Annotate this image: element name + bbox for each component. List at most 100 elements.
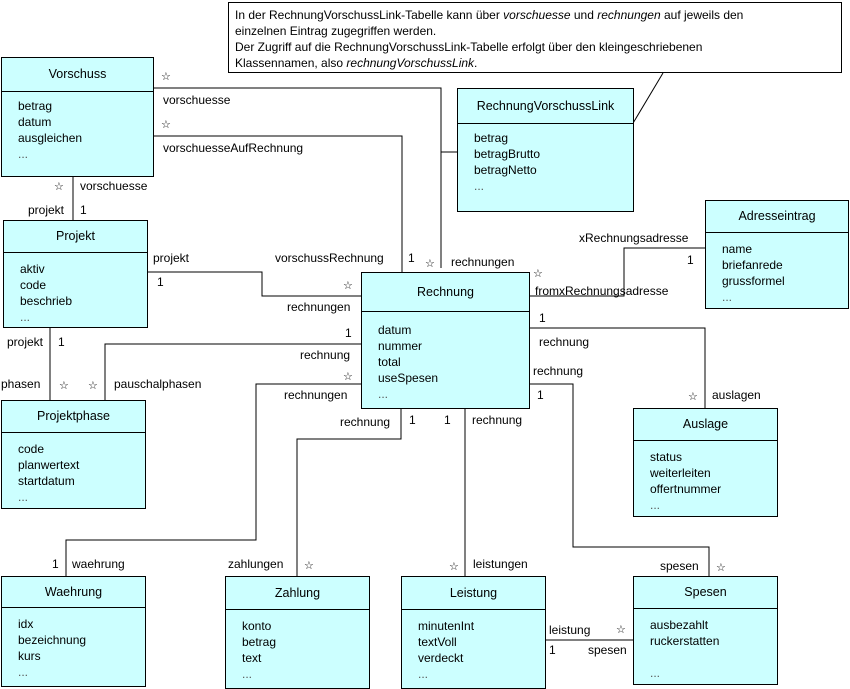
star-icon: ☆ bbox=[716, 562, 726, 574]
attribute-ellipsis: ... bbox=[18, 665, 29, 679]
attribute: ausbezahlt bbox=[650, 618, 709, 632]
assoc-rechnung-adresse bbox=[529, 247, 706, 297]
role-label: pauschalphasen bbox=[114, 377, 202, 391]
class-title: Auslage bbox=[634, 409, 777, 441]
assoc-pauschalphasen bbox=[104, 343, 361, 400]
attribute: code bbox=[20, 278, 47, 292]
class-title: Vorschuss bbox=[2, 58, 153, 92]
class-attributes: konto betrag text... bbox=[226, 610, 369, 682]
role-label: rechnung bbox=[472, 413, 523, 427]
multiplicity-one: 1 bbox=[408, 251, 415, 265]
note-text: auf jeweils den bbox=[660, 8, 744, 22]
class-leistung[interactable]: Leistung minutenInt textVoll verdeckt... bbox=[401, 576, 546, 689]
assoc-projekt-rechnung bbox=[148, 271, 361, 297]
multiplicity-one: 1 bbox=[539, 311, 546, 325]
attribute: weiterleiten bbox=[650, 466, 711, 480]
attribute: bezeichnung bbox=[18, 633, 87, 647]
attribute: total bbox=[378, 355, 401, 369]
note-text: In der RechnungVorschussLink-Tabelle kan… bbox=[235, 8, 504, 22]
attribute: betragNetto bbox=[474, 163, 537, 177]
attribute-ellipsis: ... bbox=[474, 179, 485, 193]
class-title: Leistung bbox=[402, 577, 545, 610]
attribute: ausgleichen bbox=[18, 131, 83, 145]
role-label: rechnungen bbox=[284, 388, 348, 402]
attribute: betrag bbox=[242, 635, 277, 649]
star-icon: ☆ bbox=[616, 624, 626, 636]
assoc-rechnung-auslage bbox=[529, 327, 706, 409]
attribute: code bbox=[18, 442, 45, 456]
role-label: leistung bbox=[549, 623, 591, 637]
attribute: status bbox=[650, 450, 683, 464]
attribute: verdeckt bbox=[418, 651, 464, 665]
assoc-rechnung-spesen bbox=[529, 383, 710, 577]
attribute: text bbox=[242, 651, 262, 665]
star-icon: ☆ bbox=[343, 280, 353, 292]
class-title: Projektphase bbox=[2, 401, 145, 433]
attribute: offertnummer bbox=[650, 482, 722, 496]
multiplicity-one: 1 bbox=[549, 643, 556, 657]
role-label: vorschuesseAufRechnung bbox=[163, 141, 304, 155]
attribute-ellipsis: ... bbox=[722, 290, 733, 304]
star-icon: ☆ bbox=[533, 268, 543, 280]
attribute: minutenInt bbox=[418, 619, 475, 633]
attribute: planwertext bbox=[18, 458, 80, 472]
note-text: Der Zugriff auf die RechnungVorschussLin… bbox=[235, 40, 703, 54]
attribute: betrag bbox=[474, 131, 509, 145]
multiplicity-one: 1 bbox=[537, 388, 544, 402]
attribute-ellipsis: ... bbox=[242, 667, 253, 681]
assoc-vorschuesseAufRechnung bbox=[153, 135, 403, 272]
note-italic: rechnungen bbox=[597, 8, 661, 22]
multiplicity-one: 1 bbox=[58, 335, 65, 349]
multiplicity-one: 1 bbox=[409, 413, 416, 427]
class-title: Waehrung bbox=[2, 577, 145, 608]
star-icon: ☆ bbox=[425, 258, 435, 270]
assoc-vorschuesse bbox=[153, 87, 442, 268]
attribute: textVoll bbox=[418, 635, 457, 649]
role-label: projekt bbox=[28, 203, 65, 217]
multiplicity-one: 1 bbox=[80, 203, 87, 217]
role-label: auslagen bbox=[712, 388, 761, 402]
role-label: rechnungen bbox=[287, 300, 351, 314]
attribute bbox=[650, 649, 777, 665]
star-icon: ☆ bbox=[161, 119, 171, 131]
attribute-ellipsis: ... bbox=[18, 490, 29, 504]
class-title: RechnungVorschussLink bbox=[458, 89, 633, 124]
role-label: leistungen bbox=[473, 557, 528, 571]
attribute: nummer bbox=[378, 339, 423, 353]
role-label: rechnung bbox=[533, 364, 584, 378]
class-title: Adresseintrag bbox=[706, 201, 848, 233]
role-label: zahlungen bbox=[228, 557, 284, 571]
class-title: Rechnung bbox=[362, 273, 529, 312]
attribute: idx bbox=[18, 617, 34, 631]
note-italic: rechnungVorschussLink bbox=[346, 56, 475, 70]
note-text: Klassennamen, also bbox=[235, 56, 347, 70]
attribute-ellipsis: ... bbox=[20, 310, 31, 324]
attribute: konto bbox=[242, 619, 272, 633]
attribute-ellipsis: ... bbox=[418, 667, 429, 681]
class-title: Spesen bbox=[634, 577, 777, 609]
note-italic: vorschuesse bbox=[503, 8, 571, 22]
attribute: betrag bbox=[18, 99, 53, 113]
role-label: fromxRechnungsadresse bbox=[535, 284, 669, 298]
role-label: rechnung bbox=[300, 348, 351, 362]
attribute: name bbox=[722, 242, 753, 256]
assoc-rechnung-waehrung bbox=[65, 383, 361, 577]
attribute-ellipsis: ... bbox=[378, 387, 389, 401]
attribute-ellipsis: ... bbox=[650, 666, 661, 680]
